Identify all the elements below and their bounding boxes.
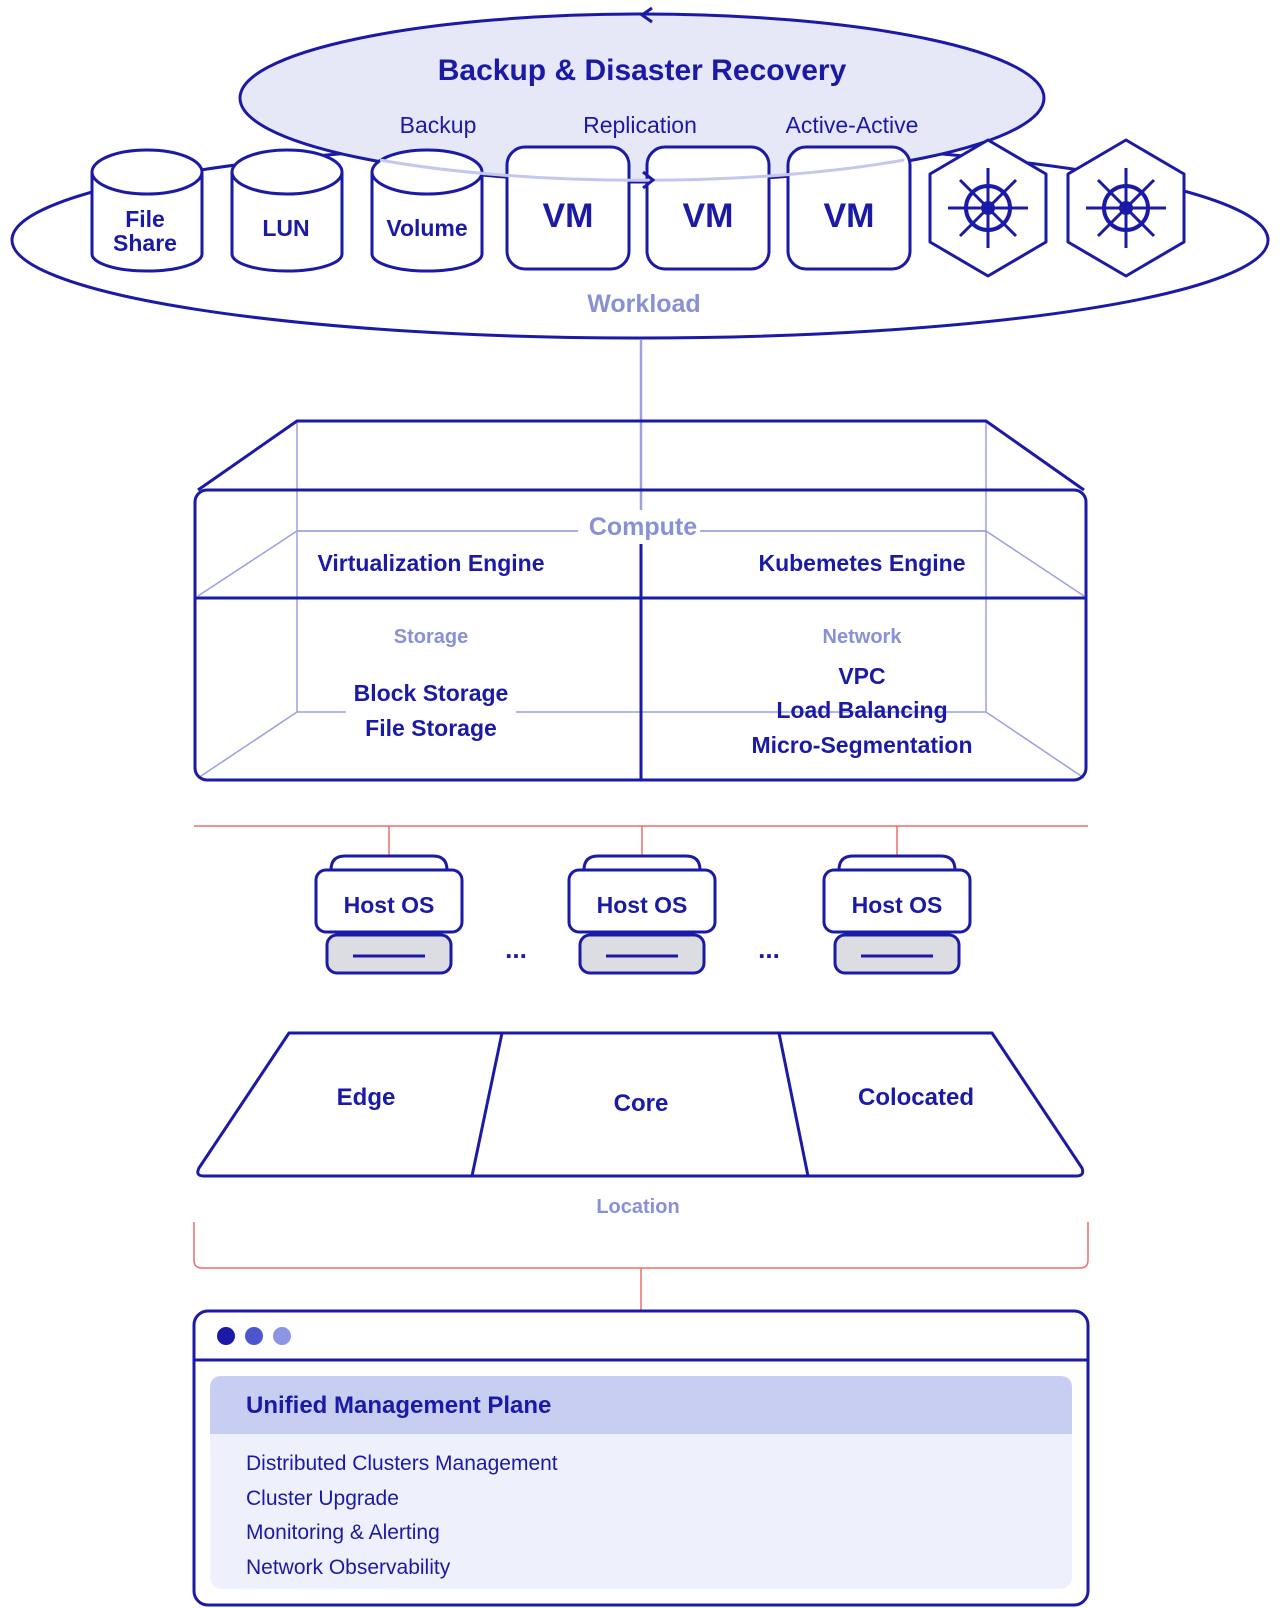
block-storage-label: Block Storage bbox=[354, 680, 509, 706]
zone-colocated: Colocated bbox=[858, 1084, 974, 1111]
window-dot-icon bbox=[273, 1327, 291, 1345]
zone-edge: Edge bbox=[337, 1084, 396, 1111]
vm-box: VM bbox=[505, 145, 631, 271]
host-os-label: Host OS bbox=[597, 892, 688, 918]
window-dot-icon bbox=[245, 1327, 263, 1345]
cylinder-label: LUN bbox=[262, 215, 309, 241]
location-bracket bbox=[193, 1222, 1089, 1310]
zone-core: Core bbox=[614, 1090, 669, 1117]
host-os-node: Host OS bbox=[567, 854, 717, 975]
cylinder-label: Volume bbox=[386, 215, 467, 241]
storage-cylinder-file-share: File Share bbox=[90, 148, 204, 273]
storage-cylinder-volume: Volume bbox=[370, 148, 484, 273]
management-window: Unified Management Plane Distributed Clu… bbox=[192, 1309, 1090, 1607]
backup-dr-ellipse bbox=[238, 12, 1046, 184]
mode-active-active: Active-Active bbox=[786, 112, 919, 138]
vpc-label: VPC bbox=[838, 663, 885, 689]
kubernetes-engine-label: Kubemetes Engine bbox=[758, 550, 965, 576]
backup-dr-title: Backup & Disaster Recovery bbox=[438, 54, 847, 87]
host-os-node: Host OS bbox=[314, 854, 464, 975]
management-item: Cluster Upgrade bbox=[246, 1487, 399, 1510]
management-title: Unified Management Plane bbox=[246, 1392, 551, 1419]
backup-dr-ellipse-front-edge bbox=[379, 158, 905, 182]
storage-heading: Storage bbox=[394, 626, 468, 648]
management-item: Network Observability bbox=[246, 1556, 451, 1579]
host-ellipsis: ... bbox=[505, 934, 527, 964]
management-panel-header bbox=[210, 1376, 1072, 1434]
vm-label: VM bbox=[683, 197, 734, 235]
cycle-arrow-bottom-icon bbox=[642, 170, 656, 190]
mode-replication: Replication bbox=[583, 112, 697, 138]
cylinder-label: File bbox=[125, 206, 165, 232]
management-item: Monitoring & Alerting bbox=[246, 1521, 440, 1544]
compute-label: Compute bbox=[589, 513, 697, 541]
vm-box: VM bbox=[786, 145, 912, 271]
vm-label: VM bbox=[543, 197, 594, 235]
storage-cylinder-lun: LUN bbox=[230, 148, 344, 273]
file-storage-label: File Storage bbox=[365, 715, 497, 741]
location-platform: Edge Core Colocated bbox=[196, 1031, 1085, 1178]
kubernetes-icon bbox=[928, 138, 1048, 278]
workload-group: Backup & Disaster Recovery Backup Replic… bbox=[10, 6, 1270, 340]
host-ellipsis: ... bbox=[758, 934, 780, 964]
micro-segmentation-label: Micro-Segmentation bbox=[751, 732, 972, 758]
host-os-label: Host OS bbox=[852, 892, 943, 918]
window-dot-icon bbox=[217, 1327, 235, 1345]
virtualization-engine-label: Virtualization Engine bbox=[317, 550, 544, 576]
backup-dr-group: Backup & Disaster Recovery Backup Replic… bbox=[238, 6, 1046, 184]
host-os-node: Host OS bbox=[822, 854, 972, 975]
host-os-label: Host OS bbox=[344, 892, 435, 918]
vm-label: VM bbox=[824, 197, 875, 235]
kubernetes-icon bbox=[1066, 138, 1186, 278]
mode-backup: Backup bbox=[400, 112, 477, 138]
cylinder-label: Share bbox=[113, 230, 177, 256]
network-heading: Network bbox=[823, 626, 903, 648]
management-item: Distributed Clusters Management bbox=[246, 1452, 558, 1475]
compute-box: Compute Virtualization Engine Kubemetes … bbox=[193, 419, 1088, 782]
cycle-arrow-top-icon bbox=[639, 6, 653, 24]
vm-box: VM bbox=[645, 145, 771, 271]
workload-label: Workload bbox=[587, 290, 700, 318]
host-bus bbox=[194, 825, 1088, 855]
load-balancing-label: Load Balancing bbox=[776, 697, 947, 723]
location-label: Location bbox=[596, 1196, 679, 1218]
